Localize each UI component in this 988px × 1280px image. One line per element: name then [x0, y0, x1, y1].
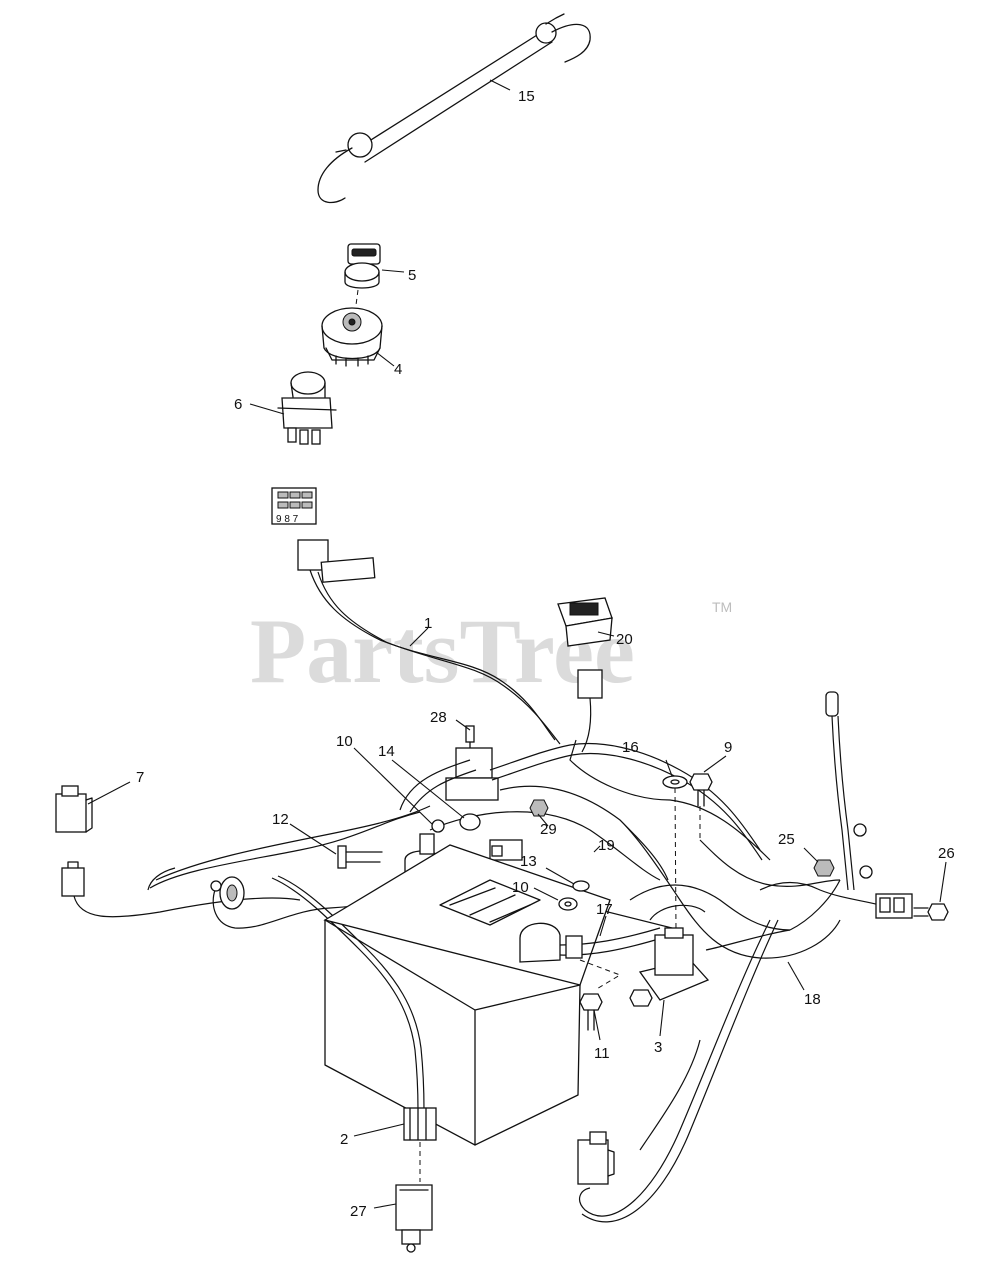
watermark-trademark: TM [712, 599, 732, 615]
part-14-clamp [459, 813, 481, 831]
callout-10-lower: 10 [512, 879, 529, 896]
part-26-connector [875, 893, 913, 919]
grommet [210, 876, 245, 910]
callout-26: 26 [938, 845, 955, 862]
solenoid-bracket [445, 747, 499, 801]
lower-right-wire [577, 919, 779, 1223]
part-2-connector [403, 1107, 437, 1141]
part-9-bolt [689, 773, 713, 807]
callout-6: 6 [234, 396, 242, 413]
callout-14: 14 [378, 743, 395, 760]
callout-4: 4 [394, 361, 402, 378]
callout-15: 15 [518, 88, 535, 105]
battery [323, 844, 611, 1146]
callout-7: 7 [136, 769, 144, 786]
callout-16: 16 [622, 739, 639, 756]
callout-5: 5 [408, 267, 416, 284]
part-17-positive-cable [519, 922, 663, 963]
harness-connector [489, 839, 523, 861]
main-harness-wires [73, 739, 881, 1111]
callout-18: 18 [804, 991, 821, 1008]
part-4-ignition-switch [321, 307, 383, 367]
leader-lines [87, 79, 947, 1209]
callout-28: 28 [430, 709, 447, 726]
callout-13: 13 [520, 853, 537, 870]
callout-29: 29 [540, 821, 557, 838]
callout-12: 12 [272, 811, 289, 828]
callout-17: 17 [596, 901, 613, 918]
part-26-bolt [913, 903, 949, 921]
part-29-nut [529, 799, 549, 817]
part-6-pto-switch [277, 371, 337, 445]
callout-2: 2 [340, 1131, 348, 1148]
callout-labels: 15 5 4 6 7 1 20 28 12 10 14 29 16 9 19 1… [136, 88, 955, 1220]
callout-20: 20 [616, 631, 633, 648]
part-10-washer-lower [558, 897, 578, 911]
callout-19: 19 [598, 837, 615, 854]
part-3-solenoid [629, 904, 710, 1007]
part-15-support-rod [317, 13, 591, 204]
part-20-hour-meter [557, 597, 613, 753]
part-1-harness-upper [297, 539, 561, 745]
part-25-nut [813, 859, 835, 877]
part-12-bolt [337, 845, 383, 869]
callout-25: 25 [778, 831, 795, 848]
right-cable [825, 691, 873, 891]
connector-block-label: 9 8 7 [276, 514, 299, 525]
callout-3: 3 [654, 1039, 662, 1056]
part-7-relay [55, 785, 93, 833]
left-connector [61, 861, 85, 897]
callout-9: 9 [724, 739, 732, 756]
callout-11: 11 [594, 1045, 610, 1062]
part-27-switch [395, 1184, 433, 1253]
part-13-washer [572, 880, 590, 892]
callout-10-upper: 10 [336, 733, 353, 750]
part-5-ignition-key [344, 243, 381, 289]
callout-27: 27 [350, 1203, 367, 1220]
callout-1: 1 [424, 615, 432, 632]
connector-block-987: 9 8 7 [271, 487, 317, 525]
part-16-washer [662, 775, 688, 789]
part-11-bolt [579, 993, 603, 1031]
